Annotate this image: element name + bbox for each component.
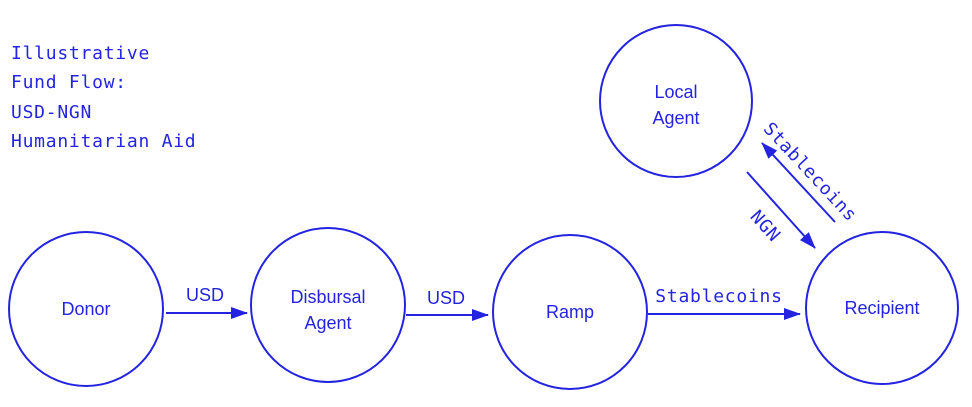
node-local-agent-label-line1: Local: [654, 82, 697, 102]
title-line-1: Illustrative: [11, 43, 150, 64]
edge-local-agent-to-recipient: NGN: [746, 171, 816, 249]
node-local-agent-circle: [599, 24, 753, 178]
node-donor-circle: [8, 231, 164, 387]
node-recipient-circle: [805, 231, 959, 385]
edge-label-ngn: NGN: [746, 206, 785, 246]
node-disbursal-agent-label-line2: Agent: [304, 313, 351, 333]
node-donor: Donor: [8, 231, 164, 387]
node-ramp-circle: [492, 234, 648, 390]
edge-recipient-to-local-agent: Stablecoins: [759, 118, 861, 226]
edge-label-usd-2: USD: [427, 288, 465, 308]
title-line-3: USD-NGN: [11, 102, 92, 123]
edge-disbursal-agent-to-ramp: USD: [406, 288, 489, 321]
node-disbursal-agent-label-line1: Disbursal: [290, 287, 365, 307]
title-line-4: Humanitarian Aid: [11, 131, 196, 152]
node-local-agent: Local Agent: [599, 24, 753, 178]
title-line-2: Fund Flow:: [11, 72, 127, 93]
node-ramp-label: Ramp: [546, 302, 594, 322]
node-local-agent-label-line2: Agent: [652, 108, 699, 128]
edge-ramp-to-recipient: Stablecoins: [648, 286, 801, 320]
node-disbursal-agent: Disbursal Agent: [250, 227, 406, 383]
edge-donor-to-disbursal-agent: USD: [166, 285, 248, 319]
edge-label-stablecoins-diagonal: Stablecoins: [759, 118, 861, 226]
node-ramp: Ramp: [492, 234, 648, 390]
edge-label-stablecoins-horizontal: Stablecoins: [655, 286, 782, 307]
edge-local-agent-to-recipient-arrow: [746, 171, 816, 249]
node-recipient-label: Recipient: [844, 298, 919, 318]
edge-recipient-to-local-agent-arrow: [761, 142, 836, 223]
node-donor-label: Donor: [61, 299, 110, 319]
node-recipient: Recipient: [805, 231, 959, 385]
edge-label-usd-1: USD: [186, 285, 224, 305]
node-disbursal-agent-circle: [250, 227, 406, 383]
diagram-title: Illustrative Fund Flow: USD-NGN Humanita…: [11, 43, 196, 152]
